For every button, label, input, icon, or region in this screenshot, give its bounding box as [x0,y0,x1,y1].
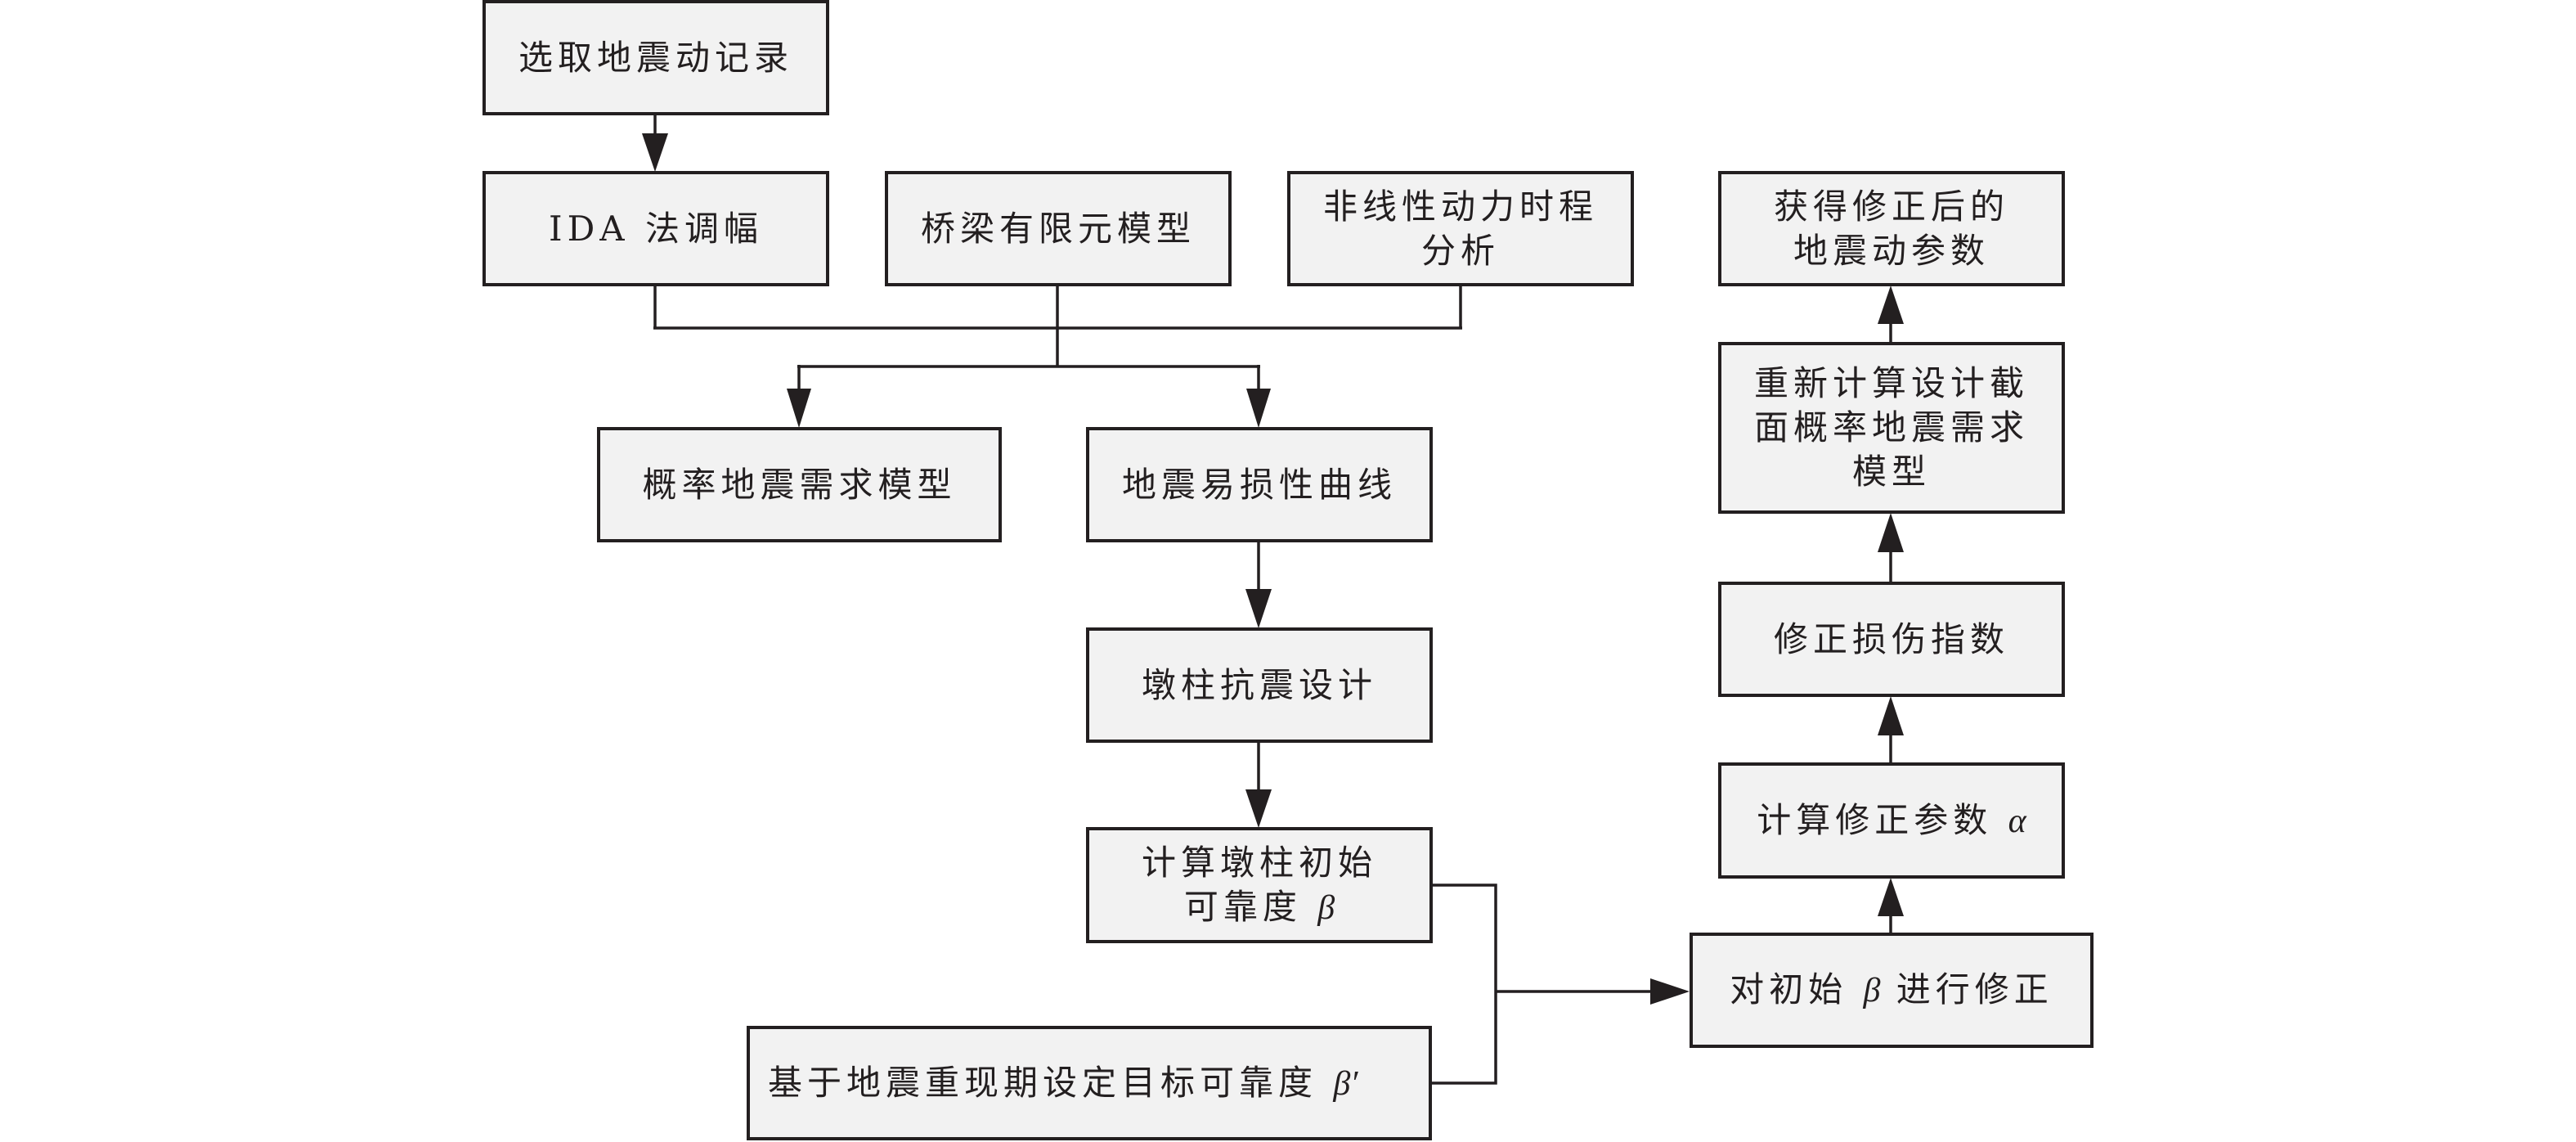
arrowhead-up-icon [1878,286,1904,324]
node-label: 地震易损性曲线 [1121,464,1397,505]
node-nonlinear-analysis: 非线性动力时程 分析 [1287,171,1634,286]
node-label: 基于地震重现期设定目标可靠度 β′ [768,1061,1358,1106]
arrowhead-up-icon [1878,878,1904,916]
arrowhead-down-icon [642,133,668,172]
node-psdm: 概率地震需求模型 [597,427,1002,542]
node-label-line-1: 获得修正后的 [1773,186,2009,227]
node-target-reliability: 基于地震重现期设定目标可靠度 β′ [747,1026,1432,1140]
node-recalc-psdm: 重新计算设计截 面概率地震需求 模型 [1718,342,2065,514]
node-label-text: 可靠度 [1183,886,1318,927]
arrowhead-up-icon [1878,513,1904,552]
node-pier-design: 墩柱抗震设计 [1086,627,1433,743]
node-correct-beta: 对初始 β 进行修正 [1690,933,2094,1048]
arrowhead-right-icon [1650,978,1690,1005]
node-label-line-2: 可靠度 β [1184,885,1335,930]
node-label: 概率地震需求模型 [642,464,957,505]
node-fragility: 地震易损性曲线 [1086,427,1433,542]
node-label-line-1: 计算墩柱初始 [1141,842,1377,883]
node-label-pre: 对初始 [1730,969,1864,1009]
alpha-symbol: α [2008,802,2026,840]
node-ida-scaling: IDA 法调幅 [482,171,829,286]
node-label-line-2: 地震动参数 [1793,230,1990,271]
node-initial-reliability: 计算墩柱初始 可靠度 β [1086,827,1433,943]
node-label: 对初始 β 进行修正 [1730,968,2053,1013]
node-label-text: 计算修正参数 [1757,799,2008,840]
arrowhead-down-icon [1246,389,1271,428]
beta-symbol: β [1863,972,1881,1009]
node-calc-alpha: 计算修正参数 α [1718,762,2065,879]
node-select-records: 选取地震动记录 [482,0,829,115]
node-label: 计算修正参数 α [1757,798,2026,843]
arrowhead-down-icon [1245,789,1272,828]
node-label-line-1: 重新计算设计截 [1753,363,2029,403]
node-final-params: 获得修正后的 地震动参数 [1718,171,2065,286]
beta-prime-symbol: β′ [1333,1064,1358,1103]
node-label-line-3: 模型 [1851,452,1931,492]
arrowhead-down-icon [787,389,811,428]
node-label: 墩柱抗震设计 [1141,664,1377,705]
node-label-line-2: 分析 [1420,230,1500,271]
edge-beta-merge [1431,883,1497,1085]
node-label-line-2: 面概率地震需求 [1753,407,2029,447]
node-fe-model: 桥梁有限元模型 [885,171,1232,286]
node-label: 选取地震动记录 [518,37,793,78]
node-label-line-1: 非线性动力时程 [1322,186,1598,227]
beta-symbol: β [1317,888,1335,927]
node-label-text: 基于地震重现期设定目标可靠度 [768,1062,1334,1103]
node-label-post: 进行修正 [1880,969,2053,1009]
node-label: 桥梁有限元模型 [920,208,1196,249]
node-label: IDA 法调幅 [549,208,763,249]
node-label: 修正损伤指数 [1773,618,2009,659]
arrowhead-up-icon [1878,696,1904,735]
node-correct-damage: 修正损伤指数 [1718,582,2065,697]
arrowhead-down-icon [1245,589,1272,628]
